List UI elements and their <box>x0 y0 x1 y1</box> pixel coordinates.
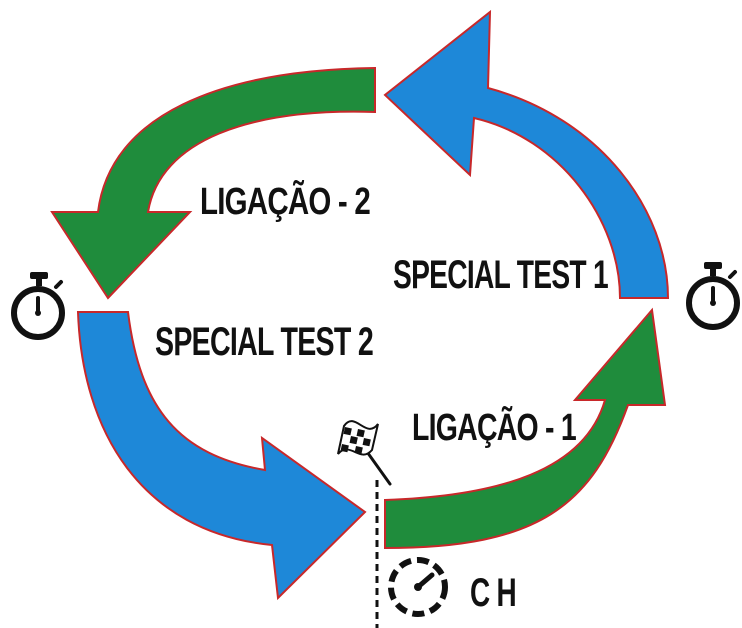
special-test-1-arrow <box>383 9 670 299</box>
time-control-icon <box>388 557 448 617</box>
ligacao-1-arrow <box>384 307 667 550</box>
ligacao-1-label: LIGAÇÃO - 1 <box>412 405 577 449</box>
ligacao-2-arrow <box>50 66 376 300</box>
stopwatch-icon <box>686 262 740 330</box>
special-test-2-arrow <box>76 311 367 601</box>
special-test-1-label: SPECIAL TEST 1 <box>393 253 609 297</box>
ch-label: C H <box>470 571 516 615</box>
stopwatch-icon <box>11 272 65 340</box>
special-test-2-label: SPECIAL TEST 2 <box>155 320 373 364</box>
checkered-flag-icon <box>337 420 392 486</box>
ligacao-2-label: LIGAÇÃO - 2 <box>200 179 370 223</box>
